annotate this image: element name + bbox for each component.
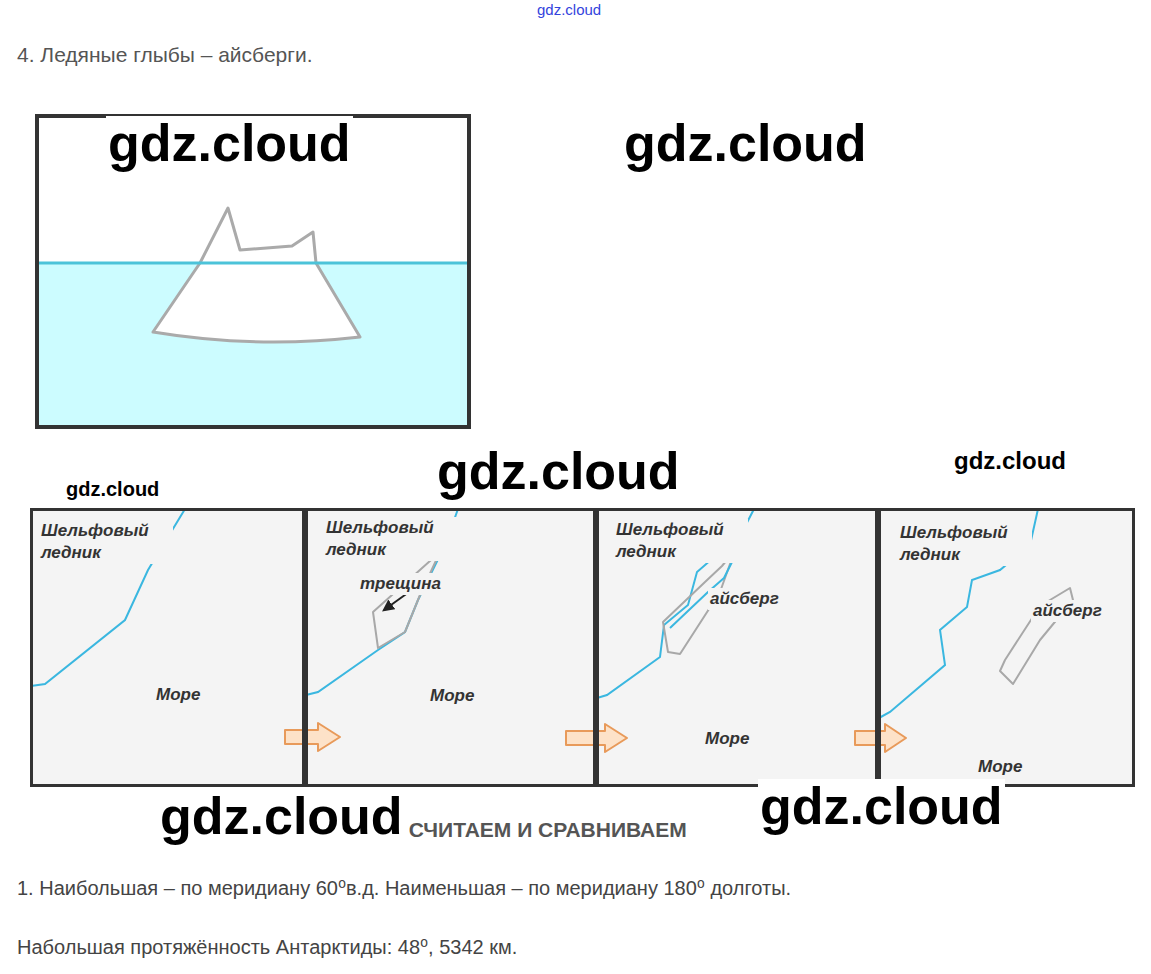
stage-panel: Шельфовый ледник айсбергМоре bbox=[596, 508, 878, 787]
panel-label: Море bbox=[154, 684, 202, 706]
watermark: gdz.cloud bbox=[758, 779, 1005, 834]
panel-label: Море bbox=[703, 728, 751, 750]
stage-panel: Шельфовый ледник айсбергМоре bbox=[878, 508, 1135, 787]
answer-text: 1. Наибольшая – по меридиану 60⁰в.д. Наи… bbox=[17, 877, 791, 899]
section-heading: 4. Ледяные глыбы – айсберги. bbox=[17, 43, 312, 66]
watermark: gdz.cloud bbox=[106, 116, 353, 171]
panel-label: Шельфовый ледник bbox=[898, 522, 1032, 566]
panel-label: Море bbox=[976, 756, 1024, 778]
watermark: gdz.cloud bbox=[64, 479, 161, 500]
coastline bbox=[31, 509, 1038, 718]
panel-label: Море bbox=[428, 685, 476, 707]
iceberg-outline bbox=[373, 550, 1073, 684]
section-heading: СЧИТАЕМ И СРАВНИВАЕМ bbox=[409, 818, 687, 841]
stage-panel: Шельфовый ледникМоре bbox=[30, 508, 305, 787]
panel-grounds bbox=[30, 508, 1135, 787]
panel-label: Шельфовый ледник bbox=[324, 517, 458, 561]
panel-label: айсберг bbox=[1031, 600, 1104, 622]
watermark: gdz.cloud bbox=[435, 444, 682, 499]
watermark: gdz.cloud bbox=[622, 116, 869, 171]
iceberg-picture bbox=[37, 116, 469, 427]
panel-label: Шельфовый ледник bbox=[39, 520, 173, 564]
panel-label: Шельфовый ледник bbox=[614, 519, 748, 563]
watermark: gdz.cloud bbox=[952, 448, 1068, 473]
panel-label: айсберг bbox=[708, 588, 781, 610]
stage-panel: Шельфовый ледник трещинаМоре bbox=[305, 508, 596, 787]
watermark: gdz.cloud bbox=[158, 789, 405, 844]
watermark-small: gdz.cloud bbox=[537, 2, 601, 19]
answer-text: Набольшая протяжённость Антарктиды: 48⁰,… bbox=[17, 936, 517, 958]
panel-label: трещина bbox=[358, 573, 443, 595]
